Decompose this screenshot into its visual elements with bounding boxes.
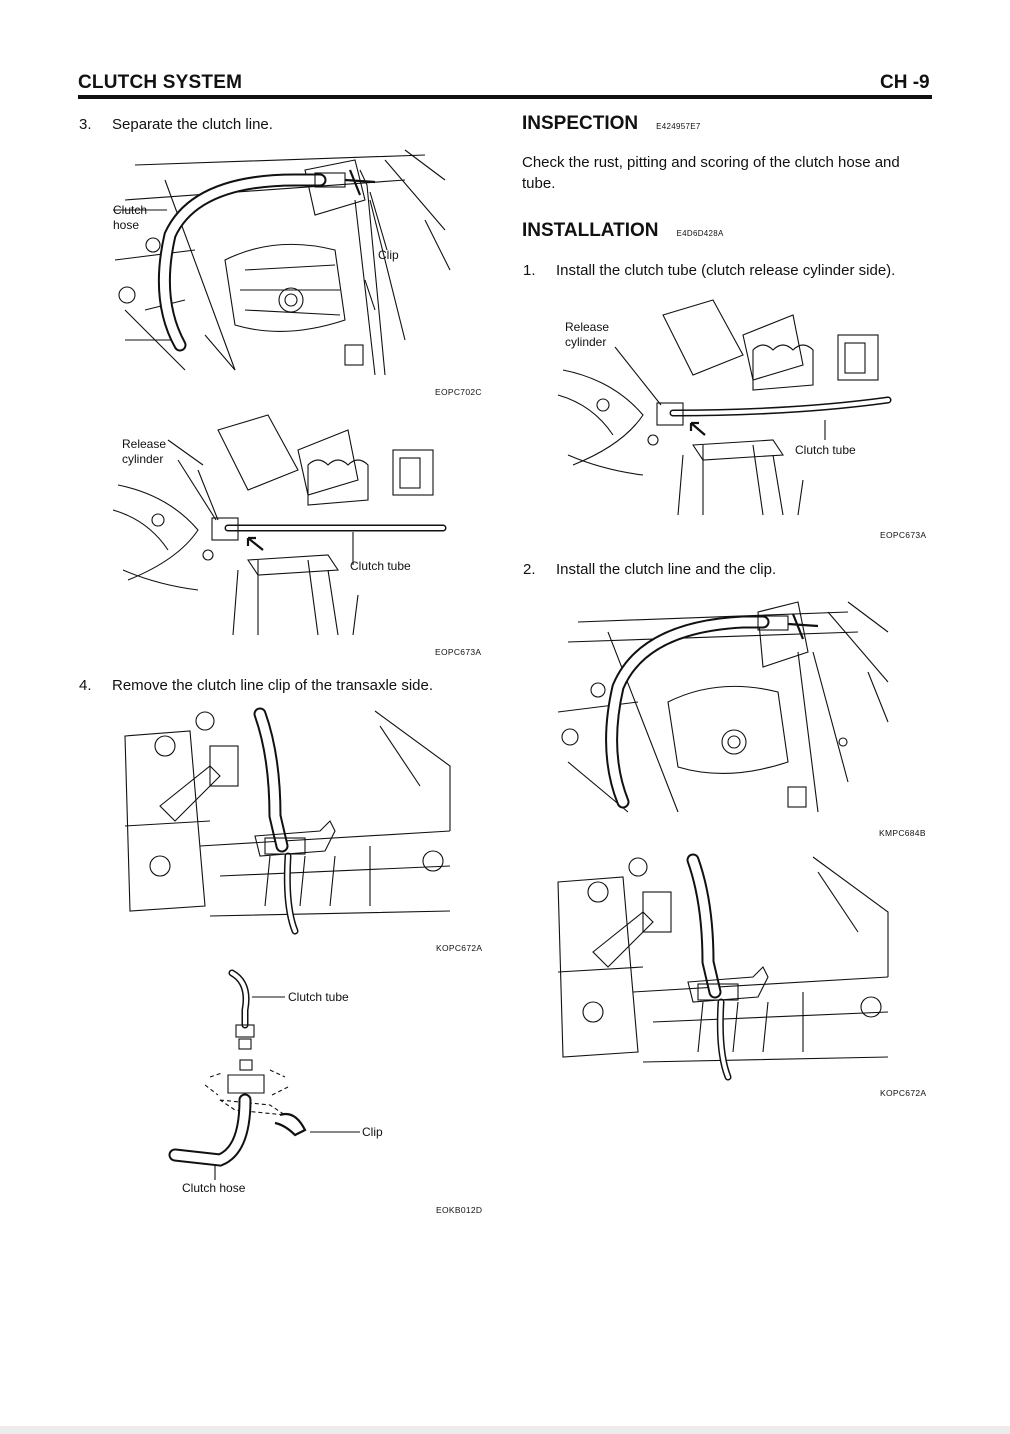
step-number: 4. <box>79 677 92 694</box>
inspection-heading: INSPECTION E424957E7 <box>522 113 701 135</box>
inspection-text: Check the rust, pitting and scoring of t… <box>522 154 900 192</box>
fig1-label-clutch-hose-2: hose <box>113 218 139 232</box>
step-number: 1. <box>523 262 536 279</box>
step-text: Install the clutch tube (clutch release … <box>556 262 896 279</box>
figure-install-clutch-line <box>557 601 889 813</box>
installation-heading: INSTALLATION E4D6D428A <box>522 220 724 242</box>
fig5-label-release-2: cylinder <box>565 335 606 349</box>
installation-title: INSTALLATION <box>522 220 659 241</box>
installation-code: E4D6D428A <box>676 229 724 238</box>
fig4-label-clutch-hose: Clutch hose <box>182 1181 246 1195</box>
page-bottom-edge <box>0 1426 1010 1434</box>
page-number: CH -9 <box>880 72 930 93</box>
fig5-label-release-1: Release <box>565 320 609 334</box>
fig2-label-release-1: Release <box>122 437 166 451</box>
install-step-1: 1. Install the clutch tube (clutch releas… <box>523 262 895 279</box>
figure-code: EOPC673A <box>435 647 482 657</box>
step-4: 4. Remove the clutch line clip of the tra… <box>79 677 433 694</box>
figure-install-transaxle-clip <box>557 853 889 1081</box>
figure-transaxle-clip <box>124 707 451 935</box>
inspection-code: E424957E7 <box>656 122 701 131</box>
step-text: Remove the clutch line clip of the trans… <box>112 677 433 694</box>
step-text: Separate the clutch line. <box>112 116 273 133</box>
figure-code: KMPC684B <box>879 828 926 838</box>
page-header-title: CLUTCH SYSTEM <box>78 72 243 93</box>
figure-release-cylinder: Release cylinder Clutch tube <box>112 414 447 635</box>
figure-code: KOPC672A <box>880 1088 927 1098</box>
step-number: 3. <box>79 116 92 133</box>
fig5-label-clutch-tube: Clutch tube <box>795 443 856 457</box>
step-text: Install the clutch line and the clip. <box>556 561 777 578</box>
figure-code: EOPC702C <box>435 387 482 397</box>
fig4-label-clip: Clip <box>362 1125 383 1139</box>
figure-code: EOKB012D <box>436 1205 483 1215</box>
figure-exploded-clutch-line: Clutch tube Clip Clutch hose <box>168 969 383 1195</box>
fig4-label-clutch-tube: Clutch tube <box>288 990 349 1004</box>
inspection-title: INSPECTION <box>522 113 639 134</box>
step-number: 2. <box>523 561 536 578</box>
figure-separate-clutch-line: Clutch hose Clip <box>113 149 451 376</box>
figure-release-cylinder-install: Release cylinder Clutch tube <box>557 299 892 516</box>
fig1-label-clutch-hose-1: Clutch <box>113 203 147 217</box>
header-rule <box>78 95 932 99</box>
fig2-label-clutch-tube: Clutch tube <box>350 559 411 573</box>
install-step-2: 2. Install the clutch line and the clip. <box>523 561 776 578</box>
figure-code: KOPC672A <box>436 943 483 953</box>
fig1-label-clip: Clip <box>378 248 399 262</box>
fig2-label-release-2: cylinder <box>122 452 163 466</box>
step-3: 3. Separate the clutch line. <box>79 116 273 133</box>
figure-code: EOPC673A <box>880 530 927 540</box>
